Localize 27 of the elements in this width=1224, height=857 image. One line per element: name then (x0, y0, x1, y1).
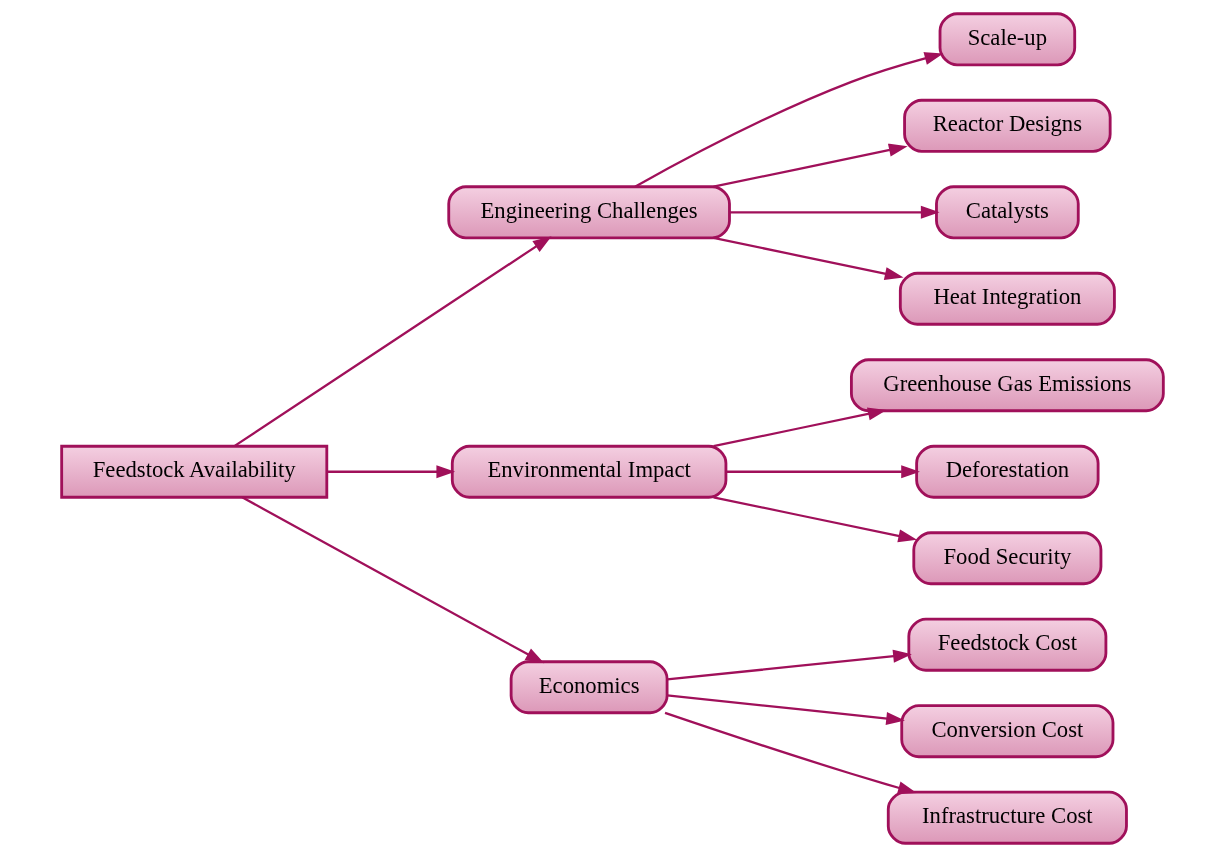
node-box: Scale-up (938, 12, 1076, 67)
arrow (666, 649, 912, 681)
arrow (241, 496, 544, 664)
node-box: Environmental Impact (450, 444, 727, 499)
arrow (712, 236, 904, 281)
node-box: Economics (509, 660, 668, 715)
arrow (666, 694, 905, 726)
node-box: Feedstock Availability (59, 444, 328, 499)
node-box: Greenhouse Gas Emissions (849, 358, 1165, 413)
arrow (326, 465, 455, 479)
node-box: Food Security (911, 531, 1102, 586)
node-box: Deforestation (914, 444, 1100, 499)
node-box: Reactor Designs (902, 98, 1112, 153)
node-box: Heat Integration (898, 271, 1116, 326)
arrow (712, 143, 908, 188)
arrow (233, 236, 552, 448)
arrow (712, 496, 917, 543)
node-box: Catalysts (934, 185, 1080, 240)
node-box: Infrastructure Cost (886, 790, 1128, 845)
arrow (725, 465, 920, 479)
arrow (712, 407, 887, 448)
arrow (633, 52, 943, 188)
node-box: Engineering Challenges (446, 185, 731, 240)
arrow (729, 205, 940, 219)
node-box: Conversion Cost (899, 704, 1114, 759)
arrow (664, 711, 917, 795)
node-box: Feedstock Cost (906, 617, 1107, 672)
